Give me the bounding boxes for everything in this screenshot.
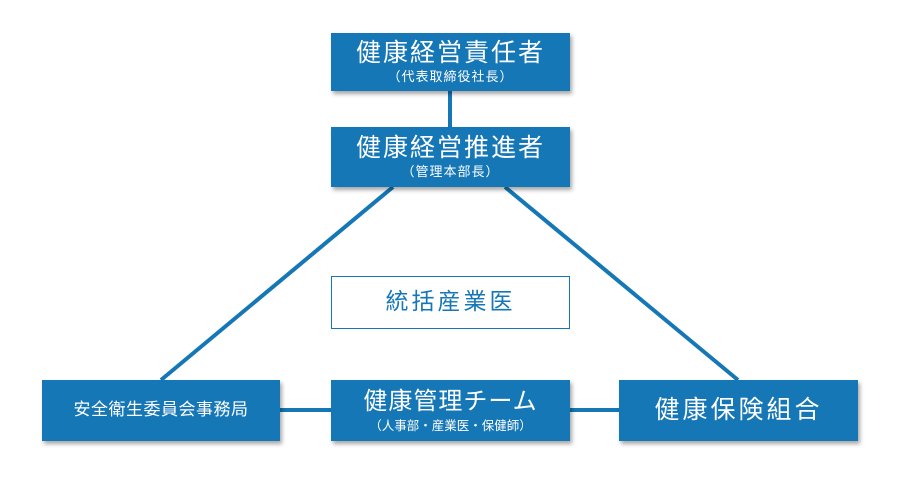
- node-health-management-officer: 健康経営責任者 （代表取締役社長）: [331, 33, 570, 91]
- node-chief-industrial-physician: 統括産業医: [331, 276, 570, 329]
- node-health-management-team: 健康管理チーム （人事部・産業医・保健師）: [331, 380, 570, 441]
- node-title: 健康保険組合: [654, 395, 823, 425]
- connector-promoter-kenpo: [503, 185, 740, 382]
- node-subtitle: （管理本部長）: [401, 164, 500, 180]
- node-health-insurance-association: 健康保険組合: [619, 380, 858, 441]
- node-subtitle: （人事部・産業医・保健師）: [369, 417, 532, 433]
- node-subtitle: （代表取締役社長）: [387, 69, 514, 85]
- node-title: 統括産業医: [385, 289, 516, 316]
- node-health-management-promoter: 健康経営推進者 （管理本部長）: [331, 127, 570, 187]
- node-safety-health-committee-office: 安全衛生委員会事務局: [42, 380, 280, 441]
- node-title: 健康管理チーム: [363, 387, 538, 416]
- node-title: 健康経営責任者: [355, 37, 545, 67]
- node-title: 健康経営推進者: [355, 132, 545, 162]
- node-title: 安全衛生委員会事務局: [73, 399, 249, 420]
- connector-promoter-safety: [159, 185, 395, 382]
